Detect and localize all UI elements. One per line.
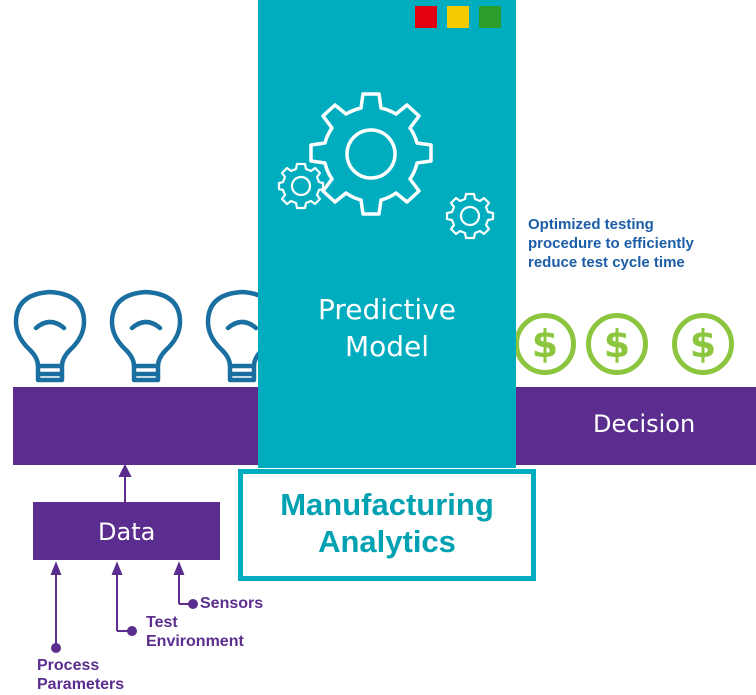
dollar-coin-icon: $ [586, 313, 648, 375]
input-band [13, 387, 259, 465]
arrow-head-icon [173, 561, 185, 575]
dollar-symbol: $ [603, 322, 631, 366]
dollar-symbol: $ [689, 322, 717, 366]
dollar-coin-icon: $ [672, 313, 734, 375]
outcome-text: Optimized testing procedure to efficient… [528, 216, 694, 271]
test-environment-label: Test Environment [146, 614, 244, 650]
predictive-model-panel: Predictive Model [258, 0, 516, 468]
decision-label: Decision [593, 410, 696, 438]
connector-dot-icon [127, 626, 137, 636]
accent-square-red [415, 6, 437, 28]
connector-dot-icon [51, 643, 61, 653]
arrow-head-icon [111, 561, 123, 575]
accent-square-yellow [447, 6, 469, 28]
accent-square-green [479, 6, 501, 28]
arrow-head-icon [50, 561, 62, 575]
data-label: Data [98, 518, 156, 546]
decision-band: Decision [515, 387, 756, 465]
data-box: Data [33, 502, 220, 560]
arrow-head-icon [118, 463, 132, 477]
connector-lines [50, 463, 198, 653]
lightbulb-icons [13, 289, 260, 383]
gear-icon [445, 192, 495, 240]
manufacturing-analytics-title: Manufacturing Analytics [280, 487, 494, 559]
dollar-symbol: $ [531, 322, 559, 366]
gear-icon [309, 92, 433, 216]
lightbulb-icon [205, 289, 260, 383]
lightbulb-icon [13, 289, 87, 383]
sensors-label: Sensors [200, 595, 264, 612]
dollar-coin-icon: $ [514, 313, 576, 375]
process-parameters-label: Process Parameters [37, 657, 125, 693]
gear-icon [277, 162, 325, 210]
manufacturing-analytics-box: Manufacturing Analytics [238, 469, 536, 581]
predictive-model-title: Predictive Model [317, 293, 457, 363]
gears-icon [277, 92, 495, 240]
lightbulb-icon [109, 289, 183, 383]
connector-dot-icon [188, 599, 198, 609]
